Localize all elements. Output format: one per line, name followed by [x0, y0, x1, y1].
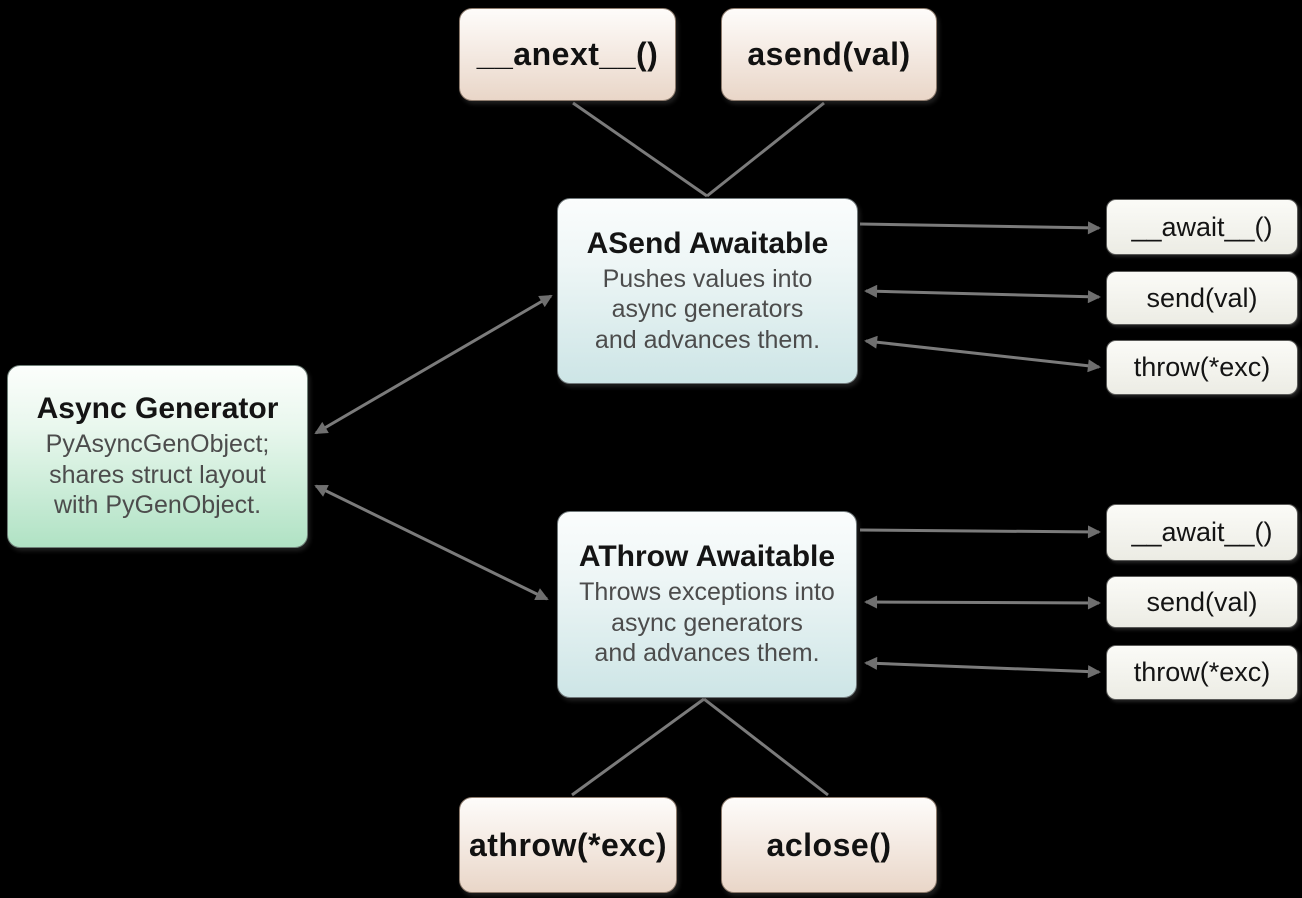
- asend-method-label: asend(val): [747, 36, 911, 72]
- edge-athrow-awaitable-send: [864, 595, 1101, 610]
- node-athrow-awaitable: AThrow Awaitable Throws exceptions into …: [557, 511, 857, 698]
- node-anext-method: __anext__(): [459, 8, 676, 101]
- node-athrow-throw-method: throw(*exc): [1106, 645, 1298, 700]
- asend-awaitable-title: ASend Awaitable: [586, 226, 829, 260]
- anext-method-label: __anext__(): [476, 36, 659, 72]
- async-generator-desc: PyAsyncGenObject; shares struct layout w…: [45, 430, 270, 520]
- edge-asend-awaitable-throw: [864, 335, 1101, 373]
- edge-asend-awaitable-await: [859, 221, 1101, 235]
- athrow-api-label: athrow(*exc): [468, 826, 668, 863]
- node-asend-send-method: send(val): [1106, 271, 1298, 325]
- asend-awaitable-desc: Pushes values into async generators and …: [594, 264, 821, 354]
- athrow-awaitable-desc: Throws exceptions into async generators …: [579, 578, 835, 668]
- node-asend-await-method: __await__(): [1106, 199, 1298, 255]
- async-generator-title: Async Generator: [36, 392, 279, 426]
- edge-athrow-awaitable-throw: [864, 656, 1101, 679]
- node-athrow-await-method: __await__(): [1106, 504, 1298, 561]
- edge-athrow-awaitable-await: [859, 525, 1101, 539]
- edge-athrow-awaitable-athrow-method: [571, 697, 705, 797]
- node-aclose-method: aclose(): [721, 797, 937, 893]
- edge-athrow-awaitable-aclose-method: [703, 697, 829, 797]
- edge-asyncgen-athrow-awaitable: [314, 484, 549, 601]
- node-asend-awaitable: ASend Awaitable Pushes values into async…: [557, 198, 858, 384]
- athrow-awaitable-title: AThrow Awaitable: [578, 540, 836, 574]
- node-asend-throw-method: throw(*exc): [1106, 340, 1298, 395]
- node-async-generator: Async Generator PyAsyncGenObject; shares…: [7, 365, 308, 548]
- node-athrow-send-method: send(val): [1106, 576, 1298, 628]
- edge-asend-to-asend-awaitable: [706, 101, 825, 198]
- edge-anext-to-asend-awaitable: [572, 101, 708, 198]
- node-athrow-api-method: athrow(*exc): [459, 797, 677, 893]
- edge-asend-awaitable-send: [864, 284, 1101, 304]
- node-asend-method: asend(val): [721, 8, 937, 101]
- aclose-method-label: aclose(): [766, 826, 892, 863]
- edge-asyncgen-asend-awaitable: [314, 294, 553, 435]
